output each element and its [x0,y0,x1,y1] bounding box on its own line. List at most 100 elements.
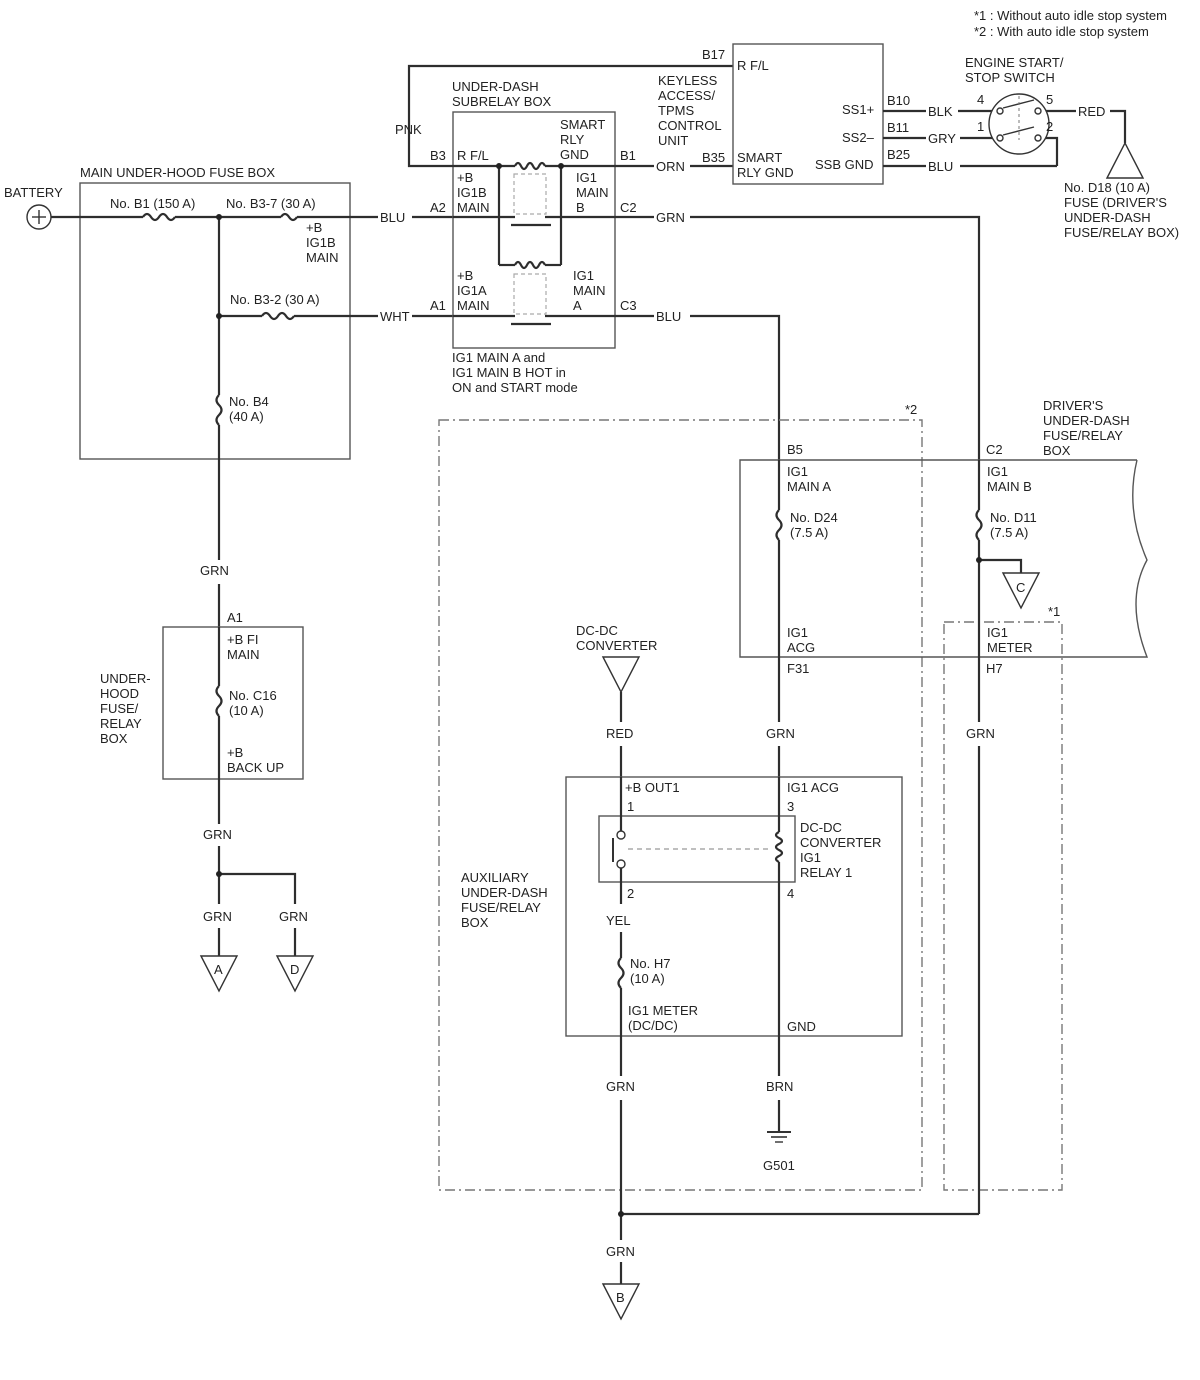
keyless-rfl: R F/L [737,58,769,73]
subrelay-smart-3: GND [560,147,589,162]
battery-label: BATTERY [4,185,63,200]
underhood-fi-2: MAIN [227,647,260,662]
connector-b-label: B [616,1290,625,1305]
fuse-b4-symbol [215,394,223,426]
fuse-b3-2-label: No. B3-2 (30 A) [230,292,320,307]
keyless-title-5: UNIT [658,133,688,148]
wire-grn-meter: GRN [606,1079,635,1094]
drivers-acg-1: IG1 [787,625,808,640]
connector-c-triangle [1001,572,1041,610]
pin-b5: B5 [787,442,803,457]
wire-red-2: RED [606,726,633,741]
start-switch-title-2: STOP SWITCH [965,70,1055,85]
connector-b-triangle [601,1283,641,1321]
wire-blu-1: BLU [380,210,405,225]
fuse-c16-label-1: No. C16 [229,688,277,703]
drivers-main-a: MAIN A [787,479,831,494]
underhood-bu-2: BACK UP [227,760,284,775]
pin-c2: C2 [620,200,637,215]
subrelay-q2-1: IG1 [573,268,594,283]
relay-1-coil [774,831,784,863]
connector-d-label: D [290,962,299,977]
connector-d-triangle [275,955,315,993]
relay-label-1: DC-DC [800,820,842,835]
start-switch-title-1: ENGINE START/ [965,55,1064,70]
wire-grn-backup: GRN [203,827,232,842]
dcdc-converter-triangle [601,656,641,694]
pin-c2-drivers: C2 [986,442,1003,457]
relay-coil-1 [514,161,546,171]
pin-b25: B25 [887,147,910,162]
keyless-title-1: KEYLESS [658,73,718,88]
star-1-label: *1 [1048,604,1060,619]
wire-grn-f31: GRN [766,726,795,741]
pin-b35: B35 [702,150,725,165]
subrelay-title-2: SUBRELAY BOX [452,94,552,109]
relay-label-4: RELAY 1 [800,865,852,880]
pin-h7: H7 [986,661,1003,676]
ig1b-main-label-2: IG1B [306,235,336,250]
drivers-meter-2: METER [987,640,1033,655]
subrelay-p1-3: MAIN [457,200,490,215]
connector-a-label: A [214,962,223,977]
pin-b3: B3 [430,148,446,163]
subrelay-p1-1: +B [457,170,473,185]
fuse-d18-triangle [1105,141,1145,179]
relay-pin-4: 4 [787,886,794,901]
wire-wht: WHT [380,309,410,324]
aux-title-2: UNDER-DASH [461,885,548,900]
wire-pnk: PNK [395,122,422,137]
underhood-title-2: HOOD [100,686,139,701]
drivers-title-2: UNDER-DASH [1043,413,1130,428]
keyless-ssb: SSB GND [815,157,874,172]
underhood-title-1: UNDER- [100,671,151,686]
aux-title-4: BOX [461,915,489,930]
relay-pin-1: 1 [627,799,634,814]
subrelay-q1-1: IG1 [576,170,597,185]
fuse-d18-label-3: UNDER-DASH [1064,210,1151,225]
subrelay-p2-1: +B [457,268,473,283]
subrelay-note-1: IG1 MAIN A and [452,350,545,365]
subrelay-p2-3: MAIN [457,298,490,313]
fuse-h7-label-1: No. H7 [630,956,670,971]
pin-b11: B11 [887,120,909,135]
fuse-d18-label-1: No. D18 (10 A) [1064,180,1150,195]
pin-b17: B17 [702,47,725,62]
keyless-ss2: SS2– [842,130,875,145]
subrelay-smart-1: SMART [560,117,605,132]
aux-title-3: FUSE/RELAY [461,900,541,915]
fuse-d24-label-2: (7.5 A) [790,525,828,540]
subrelay-rfl: R F/L [457,148,489,163]
keyless-title-4: CONTROL [658,118,722,133]
aux-out1: +B OUT1 [625,780,680,795]
fuse-d11-label-1: No. D11 [990,510,1037,525]
pin-c3: C3 [620,298,637,313]
fuse-d18-label-2: FUSE (DRIVER'S [1064,195,1167,210]
fuse-d24-label-1: No. D24 [790,510,838,525]
keyless-smart-2: RLY GND [737,165,794,180]
wire-orn: ORN [656,159,685,174]
drivers-main-b: MAIN B [987,479,1032,494]
keyless-smart-1: SMART [737,150,782,165]
fuse-b3-7-symbol [280,212,298,222]
pin-a1: A1 [430,298,446,313]
ground-g501-symbol [767,1131,791,1143]
pin-a2: A2 [430,200,446,215]
dcdc-ig1-relay-1 [598,815,796,883]
fuse-d24-symbol [775,509,783,541]
subrelay-p1-2: IG1B [457,185,487,200]
engine-start-stop-switch [988,93,1050,155]
bottom-join-wires [618,1100,979,1284]
switch-pin-5: 5 [1046,92,1053,107]
subrelay-q1-3: B [576,200,585,215]
relay-1-internals [612,777,784,1076]
fuse-c16-symbol [215,685,223,717]
subrelay-note-2: IG1 MAIN B HOT in [452,365,566,380]
pin-f31: F31 [787,661,809,676]
subrelay-q2-2: MAIN [573,283,606,298]
ig1b-main-label-3: MAIN [306,250,339,265]
aux-title-1: AUXILIARY [461,870,529,885]
relay-pin-2: 2 [627,886,634,901]
subrelay-internals [453,161,615,326]
